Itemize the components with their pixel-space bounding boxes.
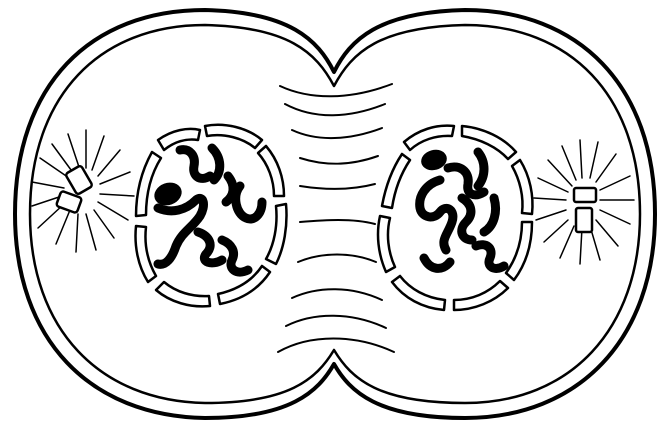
spindle-fiber [286,316,386,328]
spindle-fiber [285,104,385,115]
left-nucleus [136,125,287,307]
chromosome [212,148,220,180]
left-centrosome [32,130,134,252]
spindle-fiber [300,220,375,224]
right-centrioles [574,188,596,232]
spindle-fiber [292,289,382,300]
spindle-fiber [300,184,375,189]
left-chromosomes [151,148,262,272]
right-chromosomes [419,147,504,268]
chromosome [236,186,262,219]
cell-membrane-inner [30,25,640,403]
chromosome [180,150,210,179]
centriole [576,208,592,232]
spindle-fiber [298,255,376,263]
chromosome [478,152,484,186]
chromosome [198,232,222,263]
right-nucleus [378,126,533,310]
chromosome [476,245,504,269]
centriole [65,165,93,195]
spindle-fiber [300,156,378,164]
chromosome [420,180,453,250]
right-centrosome [534,140,634,264]
spindle-fiber [292,128,382,138]
spindle-fibers [278,84,394,352]
chromosome [424,258,450,268]
spindle-fiber [278,339,394,353]
chromosome [484,198,496,232]
centriole [574,188,596,202]
cell-membrane-outer [15,10,655,418]
chromosome [222,240,248,272]
chromosome [462,198,472,240]
spindle-fiber [280,84,392,96]
